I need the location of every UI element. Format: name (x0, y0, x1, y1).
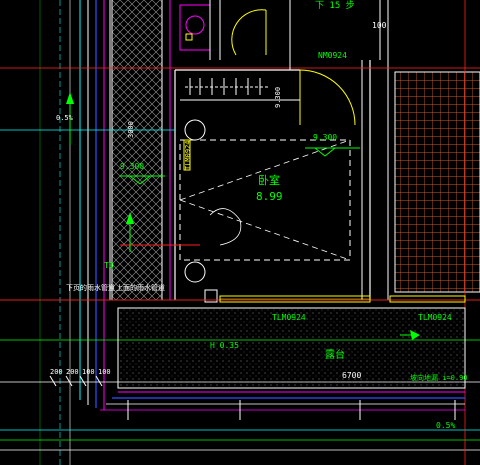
window-code-left: TLM0924 (272, 313, 306, 322)
slope-mid: H 0.35 (210, 341, 239, 350)
door-arc (299, 69, 356, 126)
window-code-side: TLM0924 (184, 140, 192, 170)
tile-floor (395, 72, 480, 292)
note-top: 下 15 步 (315, 0, 355, 11)
tq-label: TQ (104, 261, 114, 270)
slope-bottom: 0.5% (436, 421, 455, 430)
dim-bottom-4: 100 (98, 368, 111, 376)
elevation-left: 9.300 (120, 162, 144, 171)
dim-main: 6700 (342, 371, 361, 380)
hatched-wall (112, 0, 162, 300)
room-area: 8.99 (256, 190, 283, 203)
window-code-right: TLM0924 (418, 313, 452, 322)
note-rain: 上面的雨水管道 (116, 283, 165, 292)
slope-right: 坡向地漏 i=0.90 (410, 373, 468, 382)
balcony-floor (118, 308, 465, 388)
elevation-top: 9.300 (274, 87, 282, 108)
dimension-ticks (49, 375, 456, 420)
balcony-name: 露台 (325, 348, 345, 361)
bedroom-walls (174, 60, 371, 303)
elevation-main: 9.300 (313, 133, 337, 142)
note-down: 下页的雨水管道 (66, 283, 115, 292)
room-name: 卧室 (258, 173, 280, 187)
slope-arrows (66, 92, 420, 340)
exterior-walls (39, 0, 111, 465)
dim-top-right: 100 (372, 21, 387, 30)
slope-left: 0.5% (56, 114, 74, 122)
dim-bottom-2: 200 (66, 368, 79, 376)
elevation-marks (120, 147, 360, 185)
dim-col-label: 3000 (127, 121, 135, 138)
bathroom-top (179, 0, 267, 60)
dim-bottom-3: 100 (82, 368, 95, 376)
door-code: NM0924 (318, 51, 347, 60)
dim-bottom-1: 200 (50, 368, 63, 376)
wardrobe (185, 78, 270, 95)
windows (183, 139, 466, 303)
bed (179, 119, 351, 283)
text-labels: 下 15 步 NM0924 100 9.300 9.300 卧室 8.99 TQ… (50, 0, 468, 430)
